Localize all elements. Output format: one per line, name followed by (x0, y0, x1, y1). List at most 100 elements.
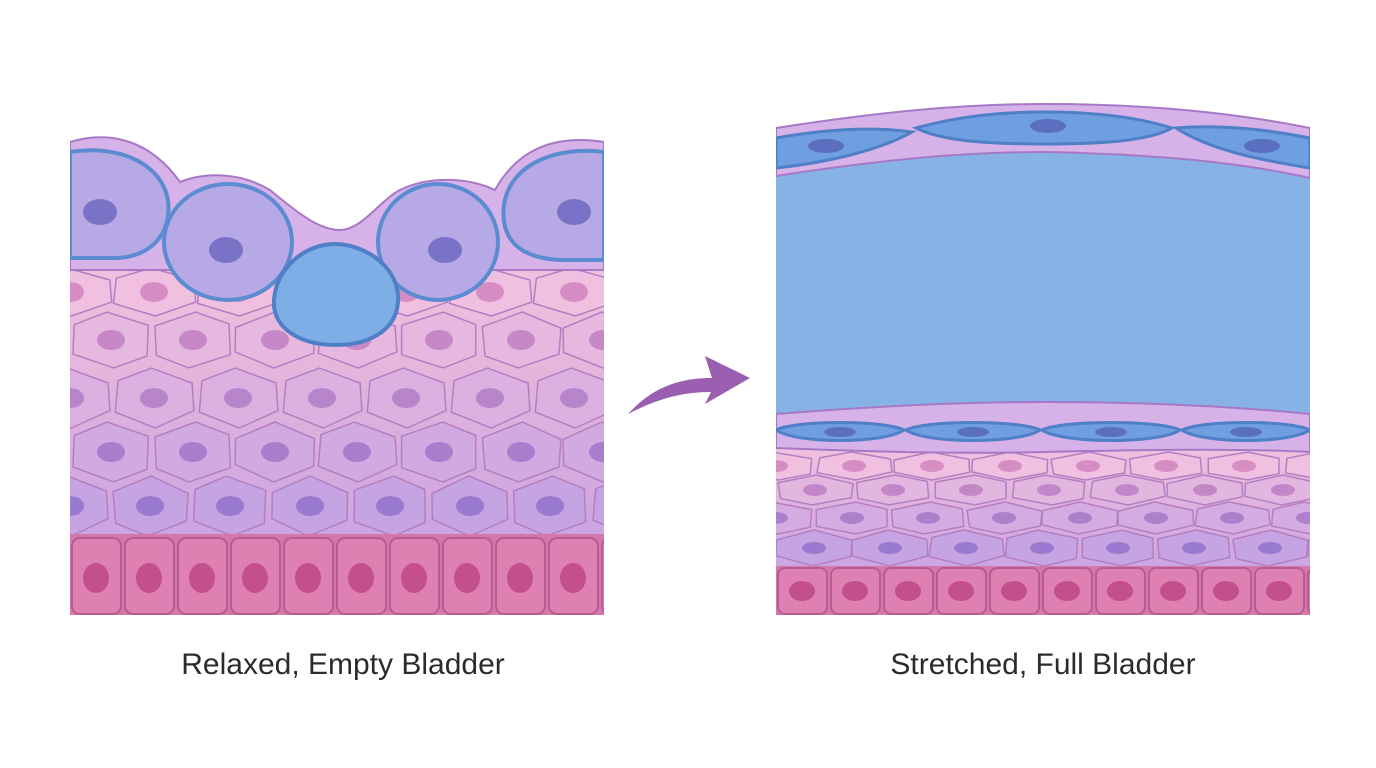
nucleus (308, 388, 336, 408)
intermediate-cell (776, 502, 813, 535)
nucleus (392, 388, 420, 408)
nucleus (15, 330, 43, 350)
nucleus (1220, 512, 1244, 524)
nucleus (1232, 460, 1256, 472)
nucleus (97, 330, 125, 350)
nucleus (776, 512, 788, 524)
nucleus (959, 484, 983, 496)
nucleus (209, 237, 243, 263)
nucleus (15, 442, 43, 462)
nucleus (536, 496, 564, 516)
nucleus (1106, 542, 1130, 554)
stretched-bladder-panel (662, 102, 1358, 615)
nucleus (1266, 581, 1292, 601)
nucleus (842, 581, 868, 601)
nucleus (1160, 581, 1186, 601)
nucleus (348, 563, 374, 593)
nucleus (507, 563, 533, 593)
nucleus (1244, 139, 1280, 153)
nucleus (1182, 542, 1206, 554)
basal-cell-layer (777, 567, 1345, 615)
nucleus (401, 563, 427, 593)
nucleus (726, 542, 750, 554)
intermediate-cell (562, 311, 604, 369)
nucleus (224, 388, 252, 408)
stretched-umbrella-lumen (776, 150, 1310, 422)
nucleus (296, 496, 324, 516)
nucleus (507, 442, 535, 462)
intermediate-cell (592, 484, 604, 526)
nucleus (808, 139, 844, 153)
nucleus (842, 460, 866, 472)
nucleus (428, 237, 462, 263)
nucleus (1115, 484, 1139, 496)
nucleus (560, 563, 586, 593)
nucleus (1107, 581, 1133, 601)
basal-cell (601, 539, 604, 613)
basal-membrane-line (776, 400, 1310, 454)
nucleus (1001, 581, 1027, 601)
curved-arrow-right-icon (628, 356, 750, 414)
nucleus (136, 563, 162, 593)
nucleus (920, 460, 944, 472)
umbrella-cell (70, 148, 171, 260)
nucleus (476, 388, 504, 408)
nucleus (261, 330, 289, 350)
nucleus (1334, 542, 1358, 554)
nucleus (1310, 460, 1334, 472)
nucleus (1319, 581, 1345, 601)
flattened-umbrella-cell (1171, 125, 1310, 170)
intermediate-cell (0, 312, 68, 368)
nucleus (1144, 512, 1168, 524)
nucleus (589, 442, 604, 462)
nucleus (83, 563, 109, 593)
nucleus (557, 199, 591, 225)
nucleus (688, 512, 712, 524)
nucleus (560, 282, 588, 302)
intermediate-cell (662, 452, 733, 480)
intermediate-cell (0, 476, 30, 536)
umbrella-cell-compressed (271, 241, 401, 348)
nucleus (179, 442, 207, 462)
intermediate-cell-layer (662, 451, 1358, 567)
nucleus (189, 563, 215, 593)
umbrella-cell-layer (70, 148, 604, 348)
nucleus (136, 496, 164, 516)
nucleus (948, 581, 974, 601)
nucleus (1296, 512, 1310, 524)
nucleus (824, 427, 856, 437)
nucleus (803, 484, 827, 496)
nucleus (216, 496, 244, 516)
stretched-bladder-caption: Stretched, Full Bladder (890, 648, 1196, 681)
intermediate-cell (70, 368, 111, 429)
nucleus (507, 330, 535, 350)
nucleus (992, 512, 1016, 524)
nucleus (1030, 542, 1054, 554)
intermediate-cell (0, 422, 68, 482)
nucleus (616, 496, 644, 516)
nucleus (881, 484, 905, 496)
nucleus (83, 199, 117, 225)
flattened-umbrella-cells-top (776, 110, 1310, 170)
nucleus (895, 581, 921, 601)
nucleus (179, 330, 207, 350)
umbrella-cell (501, 148, 604, 262)
nucleus (140, 388, 168, 408)
nucleus (1154, 460, 1178, 472)
intermediate-cell (699, 475, 775, 505)
nucleus (1030, 119, 1066, 133)
intermediate-cell (70, 268, 113, 317)
nucleus (686, 460, 710, 472)
nucleus (376, 496, 404, 516)
nucleus (140, 282, 168, 302)
nucleus (343, 442, 371, 462)
basal-cell (1307, 568, 1310, 614)
nucleus (998, 460, 1022, 472)
nucleus (1095, 427, 1127, 437)
nucleus (802, 542, 826, 554)
nucleus (789, 581, 815, 601)
nucleus (0, 496, 4, 516)
relaxed-bladder-caption: Relaxed, Empty Bladder (181, 648, 505, 681)
nucleus (613, 563, 639, 593)
